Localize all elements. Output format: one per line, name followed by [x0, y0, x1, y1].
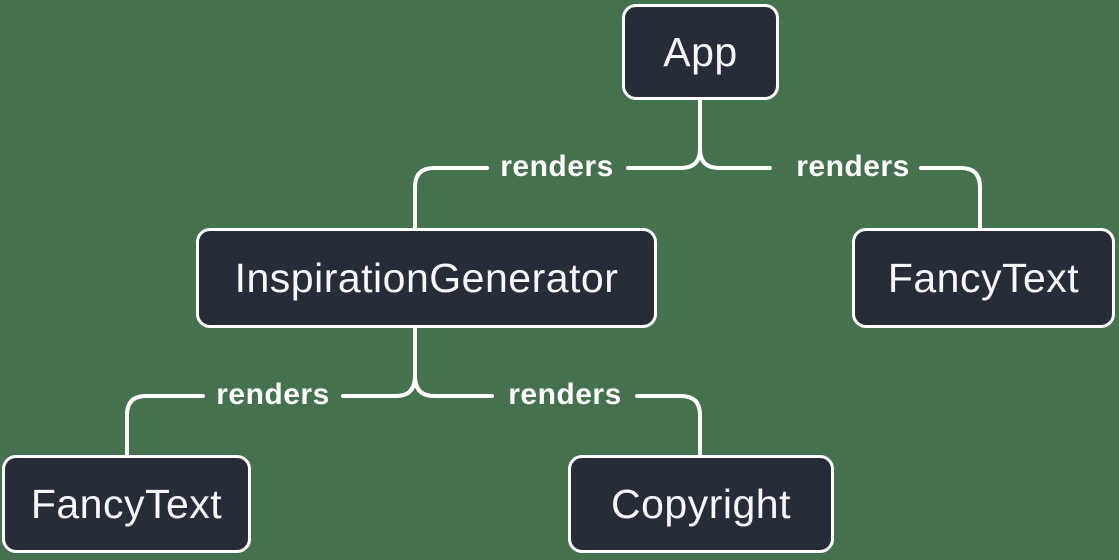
node-copyright: Copyright — [568, 455, 834, 553]
connector-ig-to-fancytext-left — [341, 374, 417, 398]
connector-app-to-fancytext-elbow — [919, 166, 982, 230]
connector-ig-to-fancytext-elbow — [125, 394, 205, 457]
node-app-label: App — [663, 28, 738, 75]
connector-app-to-inspirationgenerator-elbow — [413, 166, 489, 230]
connector-ig-to-copyright-elbow — [635, 394, 702, 457]
node-inspiration-generator-label: InspirationGenerator — [234, 254, 619, 301]
node-fancy-text-right: FancyText — [852, 228, 1115, 328]
node-copyright-label: Copyright — [611, 480, 791, 527]
node-inspiration-generator: InspirationGenerator — [196, 228, 657, 328]
node-fancy-text-right-label: FancyText — [887, 254, 1080, 301]
node-fancy-text-left-label: FancyText — [30, 480, 223, 527]
connector-app-to-inspirationgenerator-left — [626, 147, 702, 170]
edge-label-app-inspirationgenerator: renders — [500, 150, 614, 183]
edge-label-app-fancytext: renders — [796, 150, 910, 183]
node-fancy-text-left: FancyText — [2, 455, 251, 553]
edge-label-inspirationgenerator-fancytext: renders — [216, 378, 330, 411]
connector-app-to-fancytext-right — [698, 147, 772, 170]
edge-label-inspirationgenerator-copyright: renders — [508, 378, 622, 411]
node-app: App — [622, 4, 779, 100]
connector-ig-to-copyright-right — [413, 374, 494, 398]
